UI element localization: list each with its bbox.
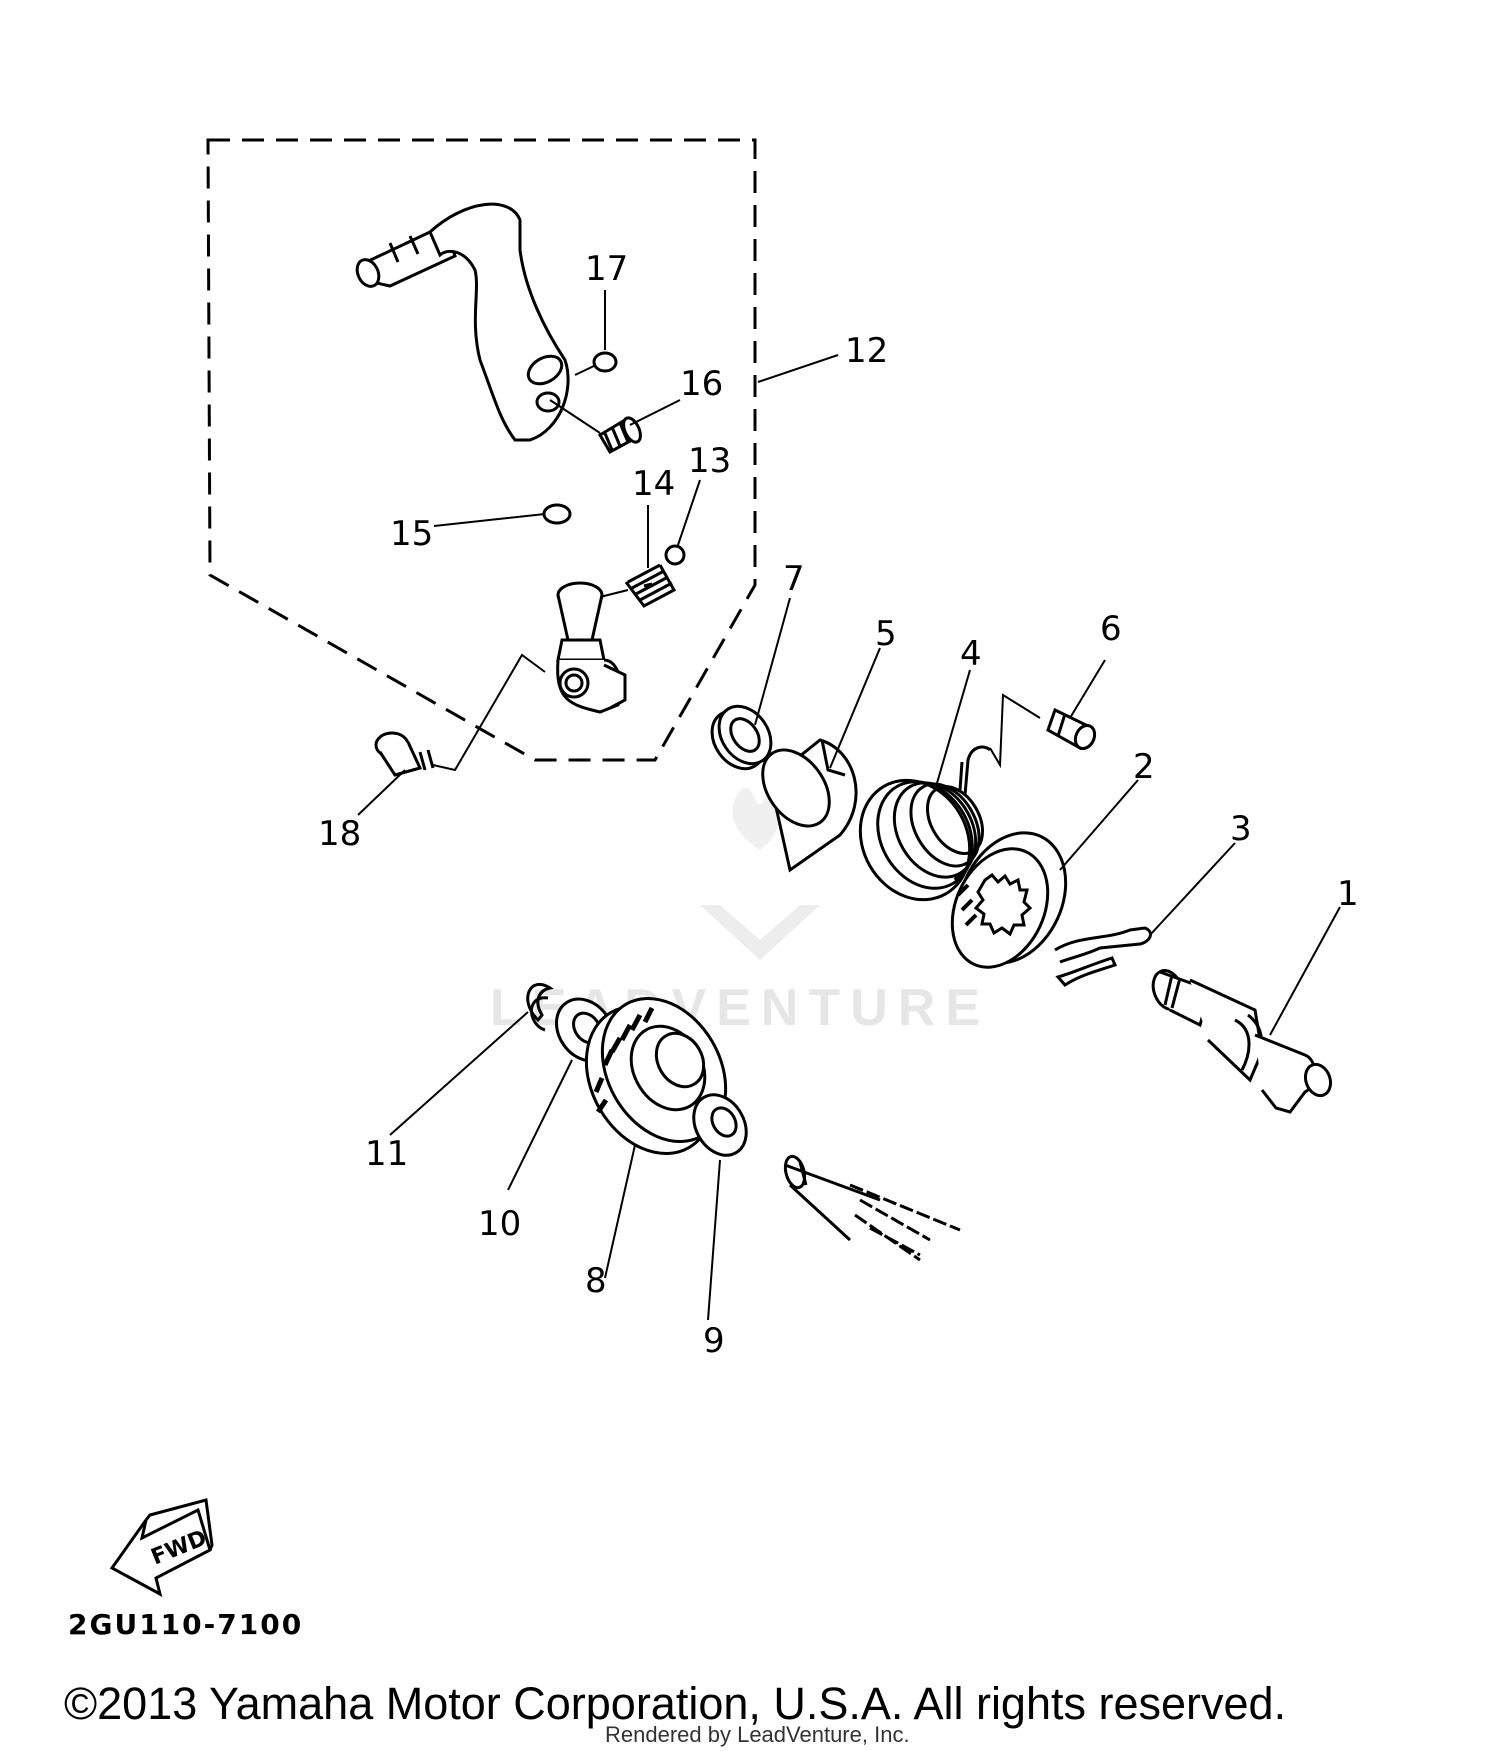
part-6-pin bbox=[1046, 707, 1097, 751]
part-18-bolt bbox=[374, 731, 435, 777]
callout-15: 15 bbox=[390, 514, 433, 554]
part-7-bearing bbox=[710, 704, 773, 771]
kick-boss bbox=[556, 581, 627, 714]
leader-lines bbox=[357, 290, 1341, 1321]
part-17-nut bbox=[592, 351, 618, 373]
part-4-torsion-spring bbox=[858, 745, 992, 902]
callout-9: 9 bbox=[703, 1321, 725, 1361]
diagram-code: 2GU110-7100 bbox=[68, 1608, 304, 1641]
callout-11: 11 bbox=[365, 1134, 408, 1174]
callout-16: 16 bbox=[680, 364, 723, 404]
callout-17: 17 bbox=[585, 249, 628, 289]
main-axle bbox=[783, 1154, 961, 1262]
callout-18: 18 bbox=[318, 814, 361, 854]
callout-1: 1 bbox=[1337, 874, 1359, 914]
callout-4: 4 bbox=[960, 634, 982, 674]
callout-5: 5 bbox=[875, 614, 897, 654]
callout-3: 3 bbox=[1230, 809, 1252, 849]
part-16-bolt bbox=[597, 416, 642, 455]
fwd-arrow-icon bbox=[109, 1498, 214, 1597]
part-15-o-ring bbox=[542, 503, 572, 525]
callout-6: 6 bbox=[1100, 609, 1122, 649]
part-14-spring bbox=[624, 563, 677, 608]
part-13-ball bbox=[664, 544, 686, 566]
callout-10: 10 bbox=[478, 1204, 521, 1244]
callout-12: 12 bbox=[845, 331, 888, 371]
callout-7: 7 bbox=[783, 559, 805, 599]
part-1-kick-shaft bbox=[1151, 969, 1333, 1114]
copyright-text: ©2013 Yamaha Motor Corporation, U.S.A. A… bbox=[64, 1678, 1287, 1729]
callout-labels: 1 2 3 4 5 6 7 8 9 10 11 12 13 14 15 16 1… bbox=[318, 249, 1359, 1361]
callout-13: 13 bbox=[688, 441, 731, 481]
callout-2: 2 bbox=[1133, 747, 1155, 787]
part-5-collar bbox=[761, 738, 858, 873]
kick-crank-arm bbox=[355, 202, 570, 442]
part-11-circlip bbox=[526, 982, 554, 1032]
part-2-ratchet bbox=[950, 831, 1068, 969]
callout-14: 14 bbox=[632, 464, 675, 504]
part-9-washer bbox=[692, 1093, 748, 1157]
rendered-by-text: Rendered by LeadVenture, Inc. bbox=[605, 1722, 910, 1747]
callout-8: 8 bbox=[585, 1261, 607, 1301]
part-3-clip bbox=[1054, 926, 1152, 987]
assembly-boundary bbox=[206, 138, 757, 762]
